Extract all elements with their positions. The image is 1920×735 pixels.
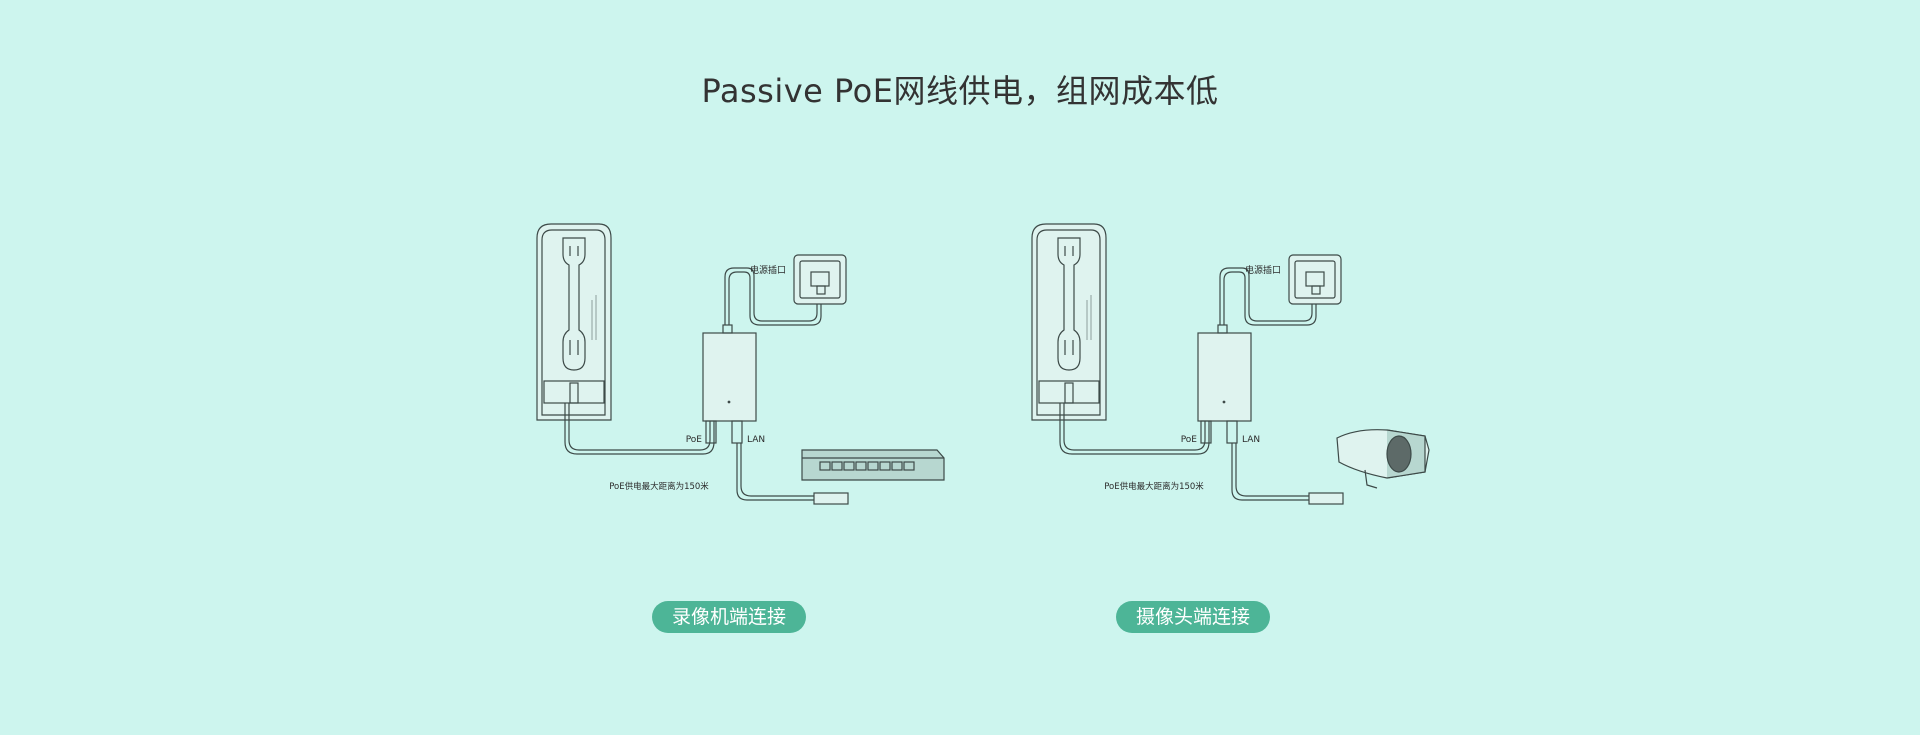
nvr-connection-button[interactable]: 录像机端连接 <box>652 601 806 633</box>
outlet-label: 电源插口 <box>750 264 786 276</box>
camera-connection-button[interactable]: 摄像头端连接 <box>1116 601 1270 633</box>
poe-injector <box>1197 324 1252 444</box>
camera-icon <box>1336 429 1430 489</box>
poe-port-label: PoE <box>686 435 703 445</box>
connection-diagram-camera: 电源插口 PoE LAN PoE供电最大距离为150米 <box>1027 210 1447 520</box>
poe-port-label: PoE <box>1181 435 1198 445</box>
connection-diagram-nvr: 电源插口 PoE LAN PoE供电最大距离为150米 <box>532 210 952 520</box>
poe-injector <box>702 324 757 444</box>
page-title: Passive PoE网线供电，组网成本低 <box>701 72 1219 110</box>
cpe-device <box>1031 223 1107 421</box>
lan-port-label: LAN <box>747 435 765 445</box>
power-outlet <box>793 254 847 305</box>
diagram-svg-left: 电源插口 PoE LAN PoE供电最大距离为150米 <box>536 223 945 505</box>
cable-distance-label: PoE供电最大距离为150米 <box>609 481 709 492</box>
network-switch-icon <box>801 449 945 481</box>
lan-port-label: LAN <box>1242 435 1260 445</box>
outlet-label: 电源插口 <box>1245 264 1281 276</box>
power-outlet <box>1288 254 1342 305</box>
diagram-svg-right: 电源插口 PoE LAN PoE供电最大距离为150米 <box>1031 223 1430 505</box>
cpe-device <box>536 223 612 421</box>
cable-distance-label: PoE供电最大距离为150米 <box>1104 481 1204 492</box>
